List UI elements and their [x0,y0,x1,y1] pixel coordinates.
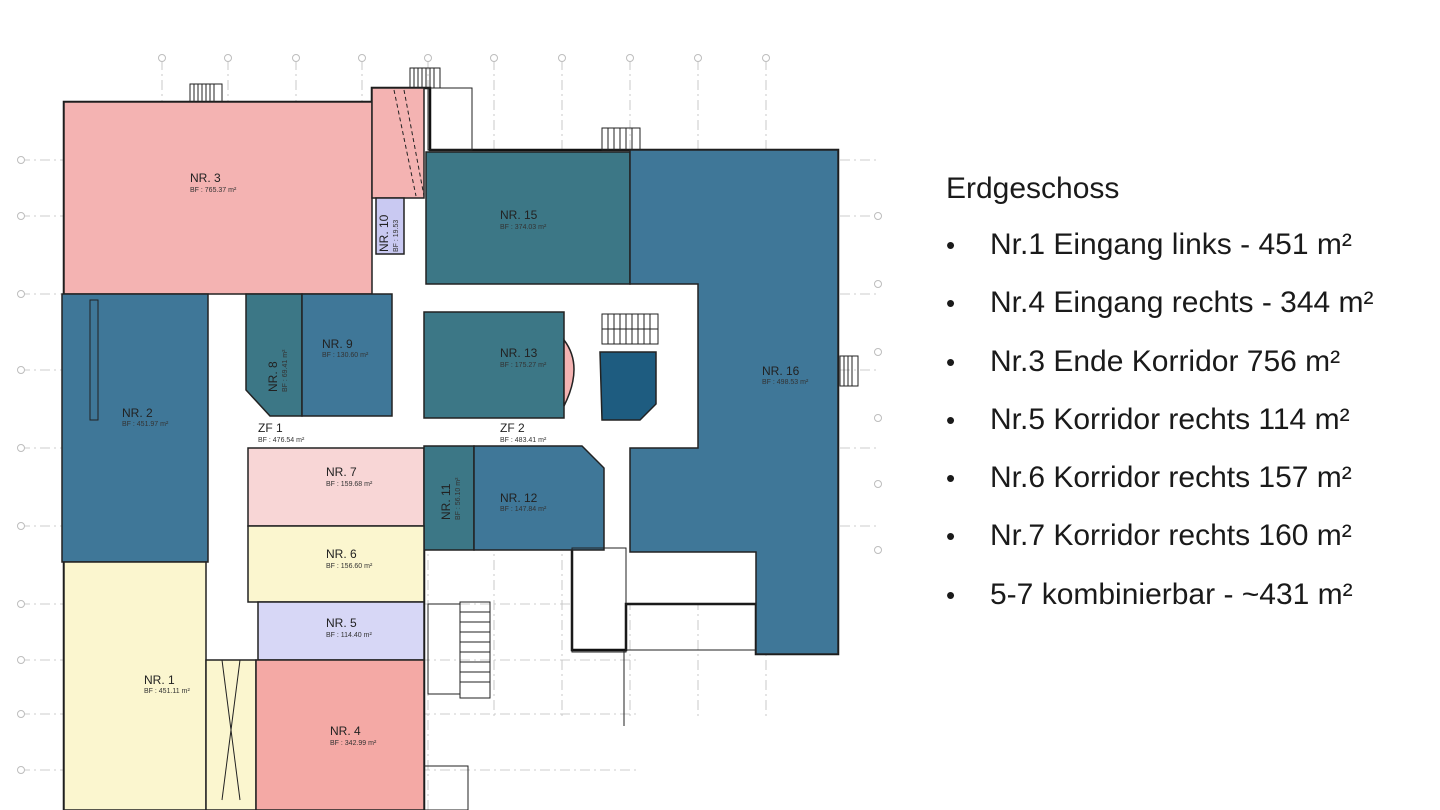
room-nr11[interactable] [423,445,475,551]
room-nr1[interactable] [63,561,207,810]
label-nr1: NR. 1 [144,673,175,687]
room-nr9[interactable] [301,293,393,417]
label-zf1: ZF 1 [258,421,283,435]
label-nr11: NR. 11 [439,483,453,520]
area-nr13: BF : 175.27 m² [500,362,547,369]
label-nr3: NR. 3 [190,171,221,185]
area-nr4: BF : 342.99 m² [330,740,377,747]
stair-details [89,67,859,810]
label-nr10: NR. 10 [377,214,391,252]
area-zf2: BF : 483.41 m² [500,437,547,444]
label-nr2: NR. 2 [122,406,153,420]
label-nr7: NR. 7 [326,465,357,479]
legend-item: • Nr.7 Korridor rechts 160 m² [946,519,1436,577]
room-nr3-annex[interactable] [371,87,425,199]
legend-item: • Nr.5 Korridor rechts 114 m² [946,403,1436,461]
label-zf2: ZF 2 [500,421,525,435]
room-nr5[interactable] [257,601,425,661]
room-nr13-bay[interactable] [563,337,575,407]
area-nr11: BF : 56.10 m² [455,477,462,520]
room-nr10[interactable] [375,197,405,255]
room-nr16[interactable] [629,149,839,655]
area-nr9: BF : 130.60 m² [322,352,369,359]
label-nr9: NR. 9 [322,337,353,351]
room-nr1-annex[interactable] [205,659,257,810]
area-nr15: BF : 374.03 m² [500,224,547,231]
label-nr5: NR. 5 [326,616,357,630]
bullet-icon: • [946,230,956,260]
floor-plan: NR. 3 BF : 765.37 m² NR. 10 BF : 19.53 N… [17,54,882,810]
bullet-icon: • [946,288,956,319]
room-nr15[interactable] [425,151,631,285]
legend-item-text: Nr.6 Korridor rechts 157 m² [990,461,1352,495]
room-labels: NR. 3 BF : 765.37 m² NR. 10 BF : 19.53 N… [122,171,809,747]
legend-item-text: Nr.4 Eingang rechts - 344 m² [990,286,1374,320]
legend-item: • Nr.6 Korridor rechts 157 m² [946,461,1436,519]
bullet-icon: • [946,346,956,377]
label-nr6: NR. 6 [326,547,357,561]
bullet-icon: • [946,404,956,435]
legend-item-text: Nr.3 Ende Korridor 756 m² [990,344,1341,378]
legend-item: • 5-7 kombinierbar - ~431 m² [946,578,1436,636]
rooms [61,87,839,810]
legend-title: Erdgeschoss [946,172,1120,205]
room-nr2[interactable] [61,293,209,563]
grid-markers [17,54,882,774]
room-nr4[interactable] [255,659,425,810]
label-nr8: NR. 8 [266,361,280,392]
label-nr12: NR. 12 [500,491,538,505]
room-nr3[interactable] [63,101,373,295]
room-nr6[interactable] [247,525,425,603]
room-nr8[interactable] [245,293,303,417]
label-nr4: NR. 4 [330,724,361,738]
legend-list: • Nr.1 Eingang links - 451 m² • Nr.4 Einga… [946,228,1436,636]
legend-item: • Nr.1 Eingang links - 451 m² [946,228,1436,286]
bullet-icon: • [946,521,956,552]
room-nr12[interactable] [473,445,605,551]
area-nr6: BF : 156.60 m² [326,563,373,570]
area-nr2: BF : 451.97 m² [122,421,169,428]
area-nr1: BF : 451.11 m² [144,688,190,695]
area-nr3: BF : 765.37 m² [190,187,237,194]
legend-item-text: Nr.5 Korridor rechts 114 m² [990,402,1350,436]
label-nr13: NR. 13 [500,346,538,360]
legend-panel: Erdgeschoss • Nr.1 Eingang links - 451 m²… [946,172,1436,636]
room-nr13[interactable] [423,311,565,419]
area-nr8: BF : 69.41 m² [282,349,289,392]
legend-item-text: 5-7 kombinierbar - ~431 m² [990,577,1353,611]
area-nr12: BF : 147.84 m² [500,506,547,513]
label-nr16: NR. 16 [762,364,800,378]
area-nr7: BF : 159.68 m² [326,481,373,488]
area-zf1: BF : 476.54 m² [258,437,305,444]
label-nr15: NR. 15 [500,208,538,222]
area-nr5: BF : 114.40 m² [326,632,372,639]
stair-block[interactable] [599,351,657,421]
area-nr10: BF : 19.53 [393,220,400,252]
legend-item: • Nr.3 Ende Korridor 756 m² [946,345,1436,403]
legend-item-text: Nr.1 Eingang links - 451 m² [990,228,1352,261]
legend-item-text: Nr.7 Korridor rechts 160 m² [990,519,1352,553]
bullet-icon: • [946,463,956,494]
area-nr16: BF : 498.53 m² [762,379,809,386]
bullet-icon: • [946,579,956,610]
legend-item: • Nr.4 Eingang rechts - 344 m² [946,286,1436,344]
